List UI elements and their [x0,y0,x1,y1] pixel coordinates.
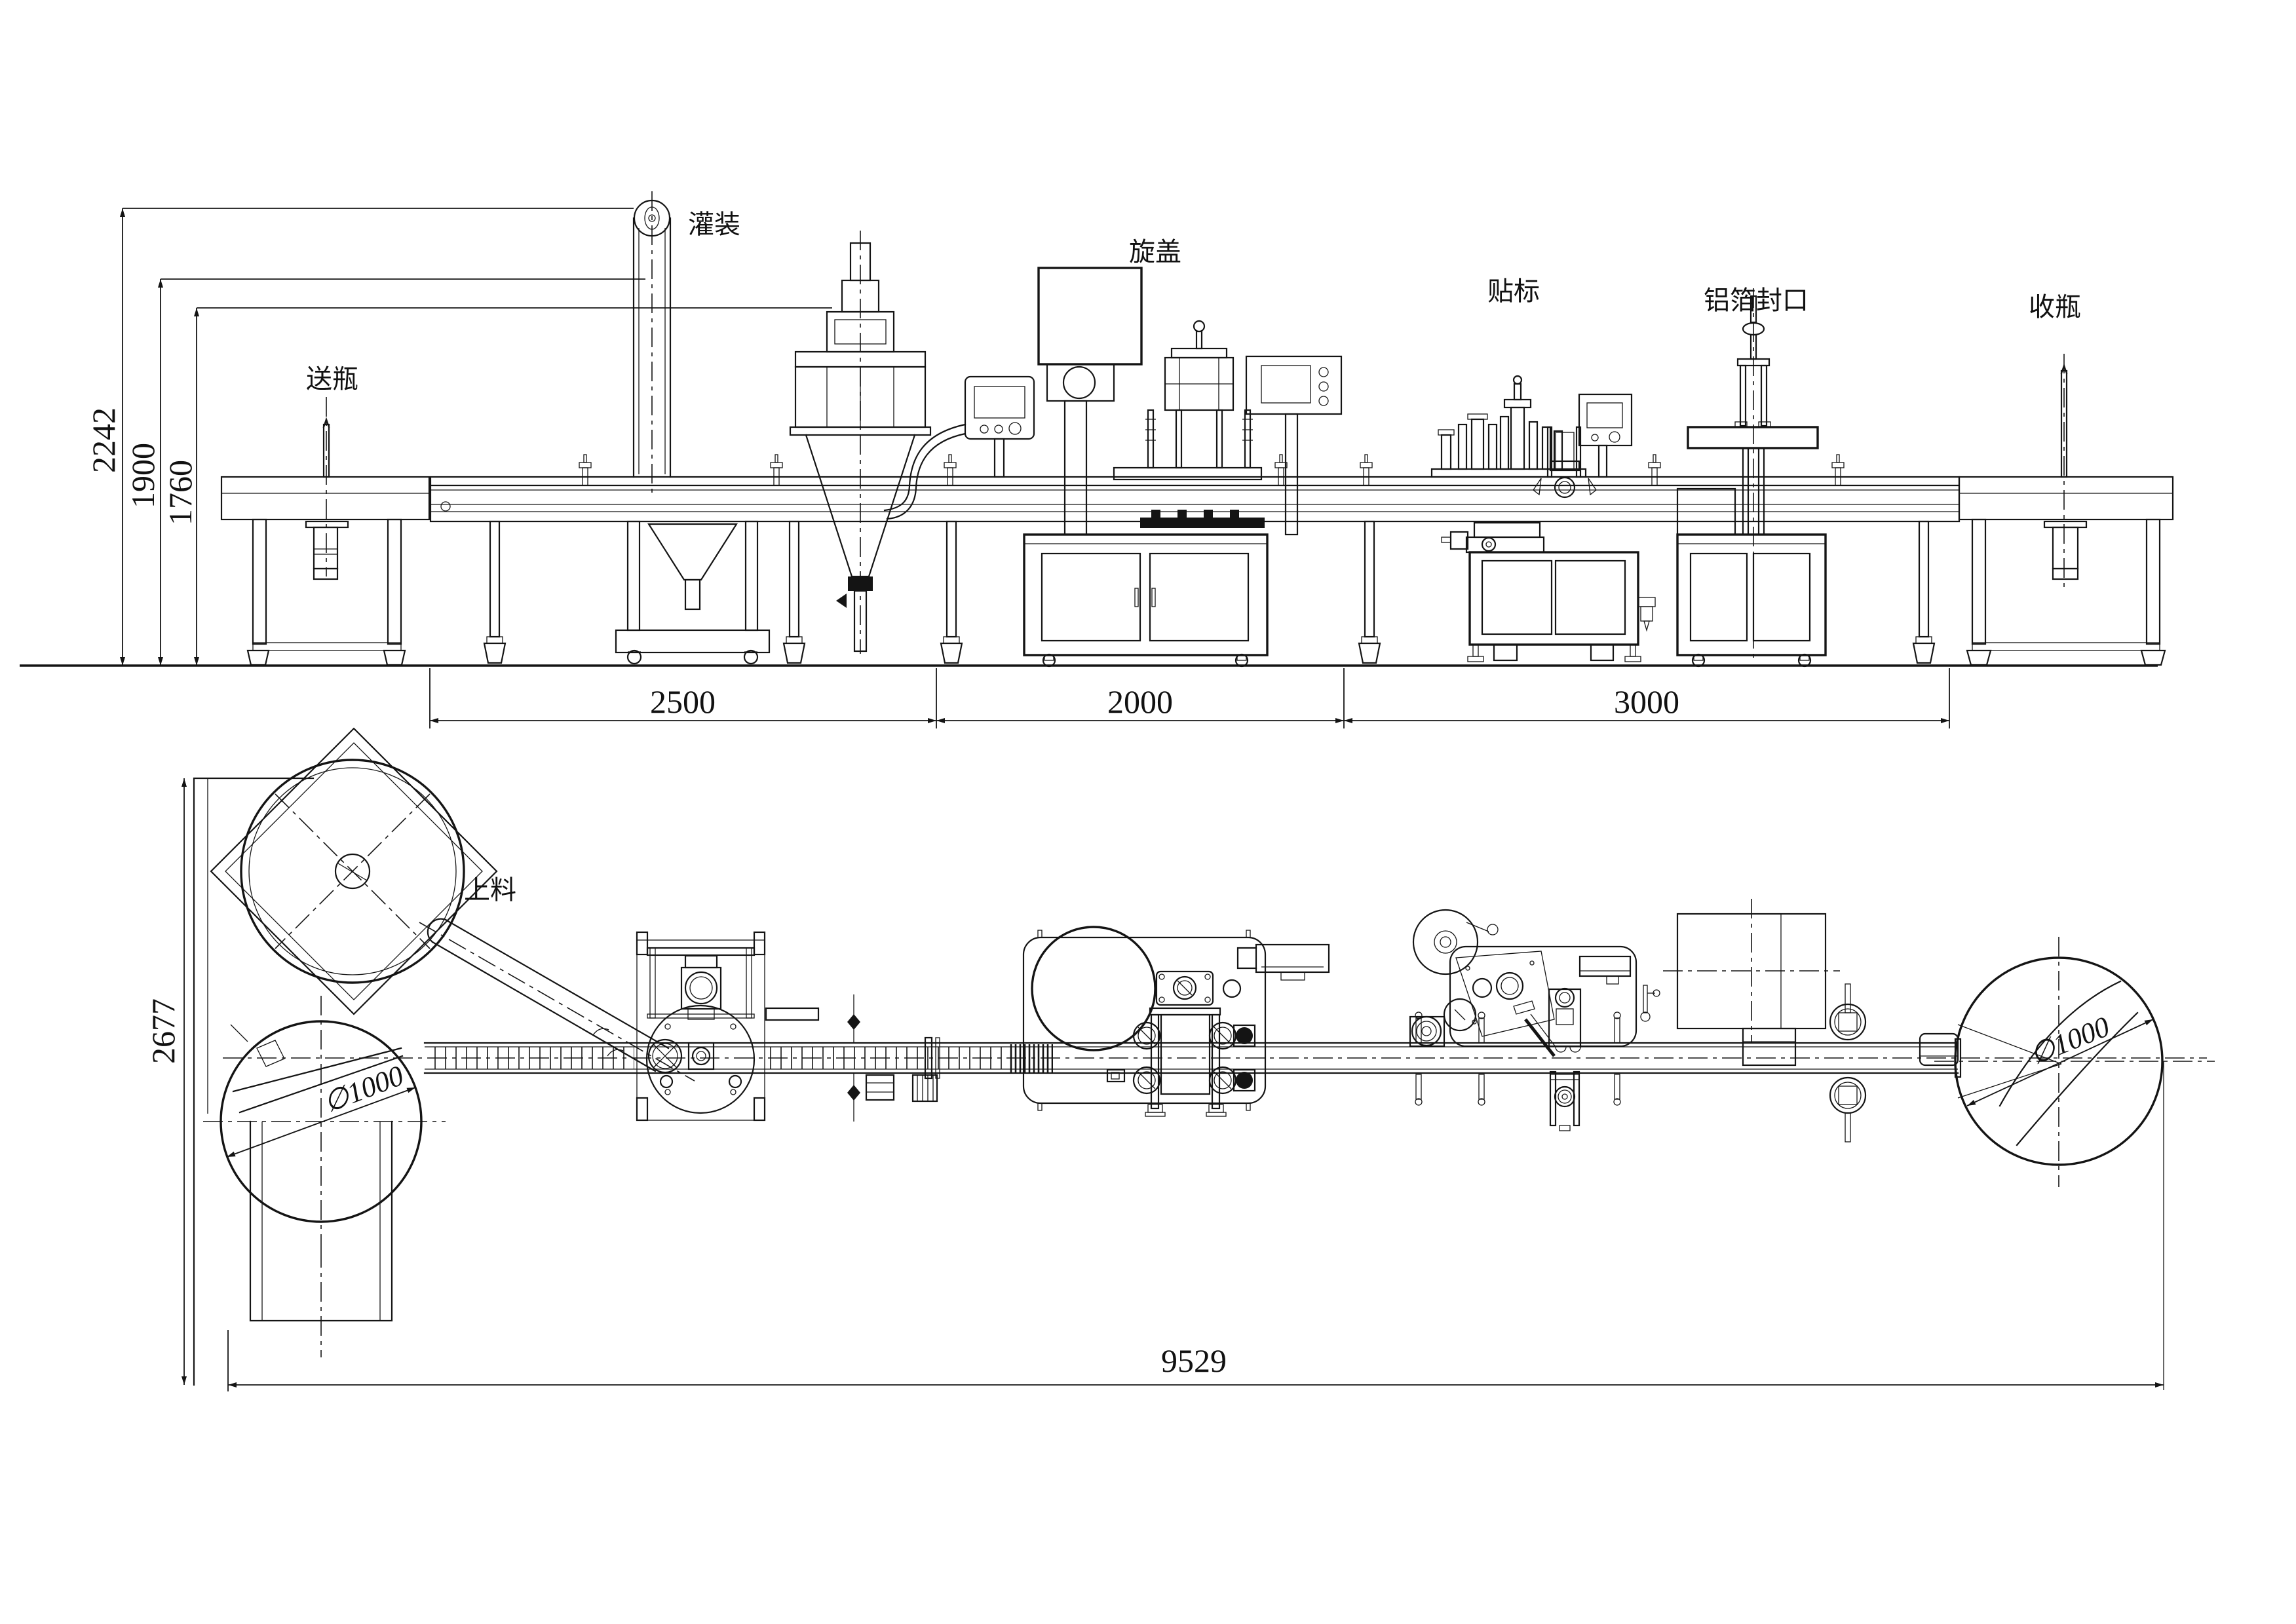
filler-station-plan [636,931,938,1122]
slat-chain-section [765,1047,1009,1069]
dim-2677: 2677 [145,998,182,1064]
foil-sealer-side: 铝箔封口 [1676,286,1827,668]
filler-hmi [883,375,1035,520]
rail-pins [1415,1011,1621,1106]
dim-9529: 9529 [1161,1342,1227,1379]
width-dimensions: 2500 2000 3000 [429,668,1950,728]
labeler-hmi [1578,393,1633,478]
main-conveyor-side [429,454,1961,664]
dim-2242: 2242 [85,407,122,473]
air-filter-unit [1637,597,1656,632]
hopper-feeder-plan: 上料 [210,727,695,1082]
dim-dia1000-outfeed: ∅1000 [2025,1010,2114,1071]
dim-1760: 1760 [162,460,199,525]
bottle-collect-turntable-side: 收瓶 [1958,292,2174,666]
plan-dimensions: 2677 9529 [145,778,2164,1391]
slat-chain-dense [1009,1044,1053,1073]
label-feed: 送瓶 [306,364,358,394]
foil-sealer-plan [1663,899,1840,1067]
plan-view: 2677 9529 上料 [145,727,2215,1391]
conveyor-legs [483,520,1936,664]
height-dimensions: 2242 1900 1760 [85,208,832,666]
capper-station-plan [1022,926,1330,1117]
label-label: 贴标 [1487,276,1540,307]
slat-chain-section [430,1047,634,1069]
caster [743,649,759,665]
dim-2000: 2000 [1107,683,1173,720]
outfeed-guides-plan [1829,983,1959,1142]
outfeed-turntable-plan: ∅1000 [1934,937,2215,1390]
infeed-turntable-plan: ∅1000 [203,996,446,1357]
label-loading: 上料 [464,875,516,905]
caster [1042,653,1056,668]
dim-dia1000-infeed: ∅1000 [319,1059,408,1119]
capper-hmi [1245,355,1343,536]
label-collect: 收瓶 [2029,292,2081,322]
caster [1691,653,1706,668]
dim-3000: 3000 [1614,683,1679,720]
capping-machine-side: 旋盖 [1023,237,1343,668]
dim-1900: 1900 [124,443,161,508]
dim-2500: 2500 [650,683,716,720]
labeler-station-plan [1409,909,1660,1131]
guide-rail-brackets [579,454,1845,486]
label-fill: 灌装 [688,210,740,240]
label-cap: 旋盖 [1129,237,1181,267]
caster [1797,653,1812,668]
auger-filler-side: 灌装 [615,191,1035,665]
main-conveyor-plan [223,1036,2207,1080]
side-elevation-view: 2242 1900 1760 送瓶 [20,191,2174,728]
caster [1234,653,1249,668]
labeling-machine-side: 贴标 [1430,276,1656,662]
caster [626,649,642,665]
bottle-feed-turntable-side: 送瓶 [220,364,430,666]
